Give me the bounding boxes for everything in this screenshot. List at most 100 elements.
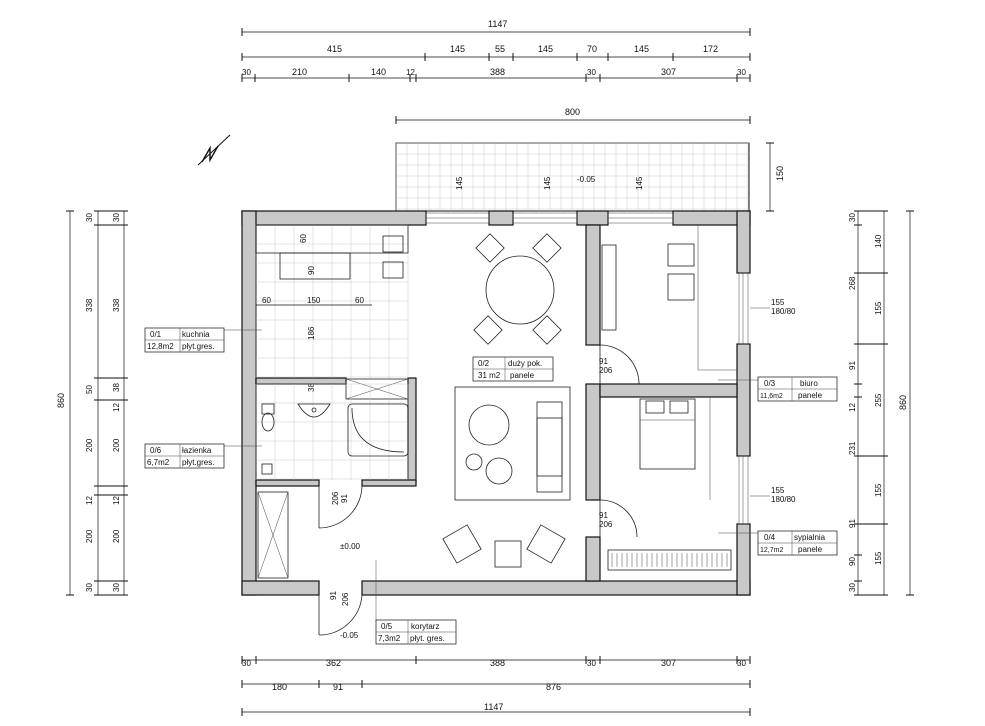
dim-top2-7: 30	[737, 68, 746, 77]
dim-left-a-1: 338	[85, 298, 94, 312]
bath-door-width: 91	[340, 494, 349, 503]
office-window-width: 155	[771, 298, 785, 307]
entry-door-width: 91	[329, 591, 338, 600]
walls	[241, 210, 751, 596]
dim-left-b-1: 338	[112, 298, 121, 312]
dim-left-b-6: 200	[112, 529, 121, 543]
dim-top2-1: 210	[292, 67, 307, 77]
terrace-window-3-label: 145	[635, 176, 644, 190]
dim-bottom-total: 1147	[484, 702, 503, 712]
dim-top1-1: 145	[450, 44, 465, 54]
dim-bottom1-5: 30	[737, 659, 746, 668]
bottom-dimensions: 30 362 388 30 307 30 180 91 876 1147	[241, 656, 751, 716]
dim-right-a-7: 30	[848, 583, 857, 592]
dim-right-a-4: 231	[848, 441, 857, 455]
bedroom-floor: panele	[798, 545, 823, 554]
office-room	[601, 225, 737, 371]
entry-door-height: 206	[341, 592, 350, 606]
dim-bottom1-3: 30	[587, 659, 596, 668]
kitchen-dim-60b: 60	[262, 296, 271, 305]
bedroom-name: sypialnia	[794, 533, 826, 542]
dim-left-b-3: 12	[112, 403, 121, 412]
dim-top2-6: 307	[661, 67, 676, 77]
terrace-window-2-label: 145	[543, 176, 552, 190]
dim-right-a-3: 12	[848, 403, 857, 412]
dim-bottom1-0: 30	[242, 659, 251, 668]
dim-right-b-0: 140	[874, 234, 883, 248]
dim-right-a-5: 91	[848, 519, 857, 528]
entry-level: -0.05	[340, 631, 359, 640]
dim-top1-3: 145	[538, 44, 553, 54]
top-dimensions: 1147 415 145 55 145 70 145 172 30 210 14…	[241, 19, 751, 124]
dim-left-a-5: 200	[85, 529, 94, 543]
dim-right-a-0: 30	[848, 213, 857, 222]
dim-right-b-2: 255	[874, 393, 883, 407]
bathroom-name: łazienka	[182, 446, 212, 455]
terrace-level: -0.05	[577, 175, 596, 184]
kitchen-dim-38: 38	[307, 383, 316, 392]
dim-bottom2-0: 180	[272, 682, 287, 692]
bathroom-area: 6,7m2	[147, 458, 170, 467]
office-door-height: 206	[599, 366, 613, 375]
right-dimensions: 30 268 91 12 231 91 90 30 140 155 255 15…	[848, 210, 914, 596]
room-label-office: 0/3 biuro 11,6m2 panele	[718, 376, 838, 402]
kitchen-dim-60c: 60	[355, 296, 364, 305]
bedroom-door-width: 91	[599, 511, 608, 520]
office-name: biuro	[800, 379, 818, 388]
living-name: duży pok.	[508, 359, 542, 368]
room-label-kitchen: 0/1 kuchnia 12,8m2 płyt.gres.	[144, 327, 262, 353]
dim-left-b-4: 200	[112, 438, 121, 452]
corridor-number: 0/5	[381, 622, 393, 631]
room-label-living: 0/2 duży pok. 31 m2 panele	[472, 356, 554, 382]
kitchen: 60 90 60 150 60 186 38	[255, 224, 409, 400]
dim-right-b-1: 155	[874, 301, 883, 315]
dim-bottom2-2: 876	[546, 682, 561, 692]
terrace-window-1-label: 145	[455, 176, 464, 190]
bathroom-floor: płyt.gres.	[182, 458, 214, 467]
terrace: 150 -0.05	[395, 142, 785, 212]
dim-top1-2: 55	[495, 44, 505, 54]
kitchen-dim-150: 150	[307, 296, 321, 305]
dim-left-b-0: 30	[112, 213, 121, 222]
floor-level: ±0.00	[340, 542, 361, 551]
dim-left-a-2: 50	[85, 385, 94, 394]
dim-left-b-2: 38	[112, 383, 121, 392]
dim-top2-2: 140	[371, 67, 386, 77]
dim-terrace-depth: 150	[775, 166, 785, 181]
living-floor: panele	[510, 371, 535, 380]
bedroom-window-width: 155	[771, 486, 785, 495]
office-number: 0/3	[764, 379, 776, 388]
kitchen-number: 0/1	[150, 330, 162, 339]
dim-bottom1-1: 362	[326, 658, 341, 668]
dim-bottom1-2: 388	[490, 658, 505, 668]
room-label-bathroom: 0/6 łazienka 6,7m2 płyt.gres.	[144, 443, 262, 469]
dim-top1-0: 415	[327, 44, 342, 54]
kitchen-floor: płyt.gres.	[182, 342, 214, 351]
dim-top-total: 1147	[488, 19, 507, 29]
bathroom-number: 0/6	[150, 446, 162, 455]
dim-top2-0: 30	[242, 68, 251, 77]
kitchen-dim-60a: 60	[299, 234, 308, 243]
dim-left-b-5: 12	[112, 496, 121, 505]
bedroom-room	[607, 397, 732, 571]
office-floor: panele	[798, 391, 823, 400]
dim-left-b-7: 30	[112, 583, 121, 592]
north-arrow-icon	[197, 134, 231, 166]
bathroom	[255, 383, 409, 579]
kitchen-name: kuchnia	[182, 330, 210, 339]
office-window-size: 180/80	[771, 307, 796, 316]
kitchen-dim-186: 186	[307, 326, 316, 340]
bedroom-number: 0/4	[764, 533, 776, 542]
bedroom-window-size: 180/80	[771, 495, 796, 504]
dim-right-a-1: 268	[848, 276, 857, 290]
room-label-corridor: 0/5 korytarz 7,3m2 płyt. gres.	[375, 578, 457, 645]
dim-right-a-2: 91	[848, 361, 857, 370]
dim-top1-6: 172	[703, 44, 718, 54]
doors	[318, 344, 640, 636]
dim-bottom1-4: 307	[661, 658, 676, 668]
bedroom-area: 12,7m2	[760, 547, 783, 554]
dim-right-b-3: 155	[874, 483, 883, 497]
kitchen-area: 12,8m2	[147, 342, 174, 351]
bath-door-height: 206	[331, 491, 340, 505]
